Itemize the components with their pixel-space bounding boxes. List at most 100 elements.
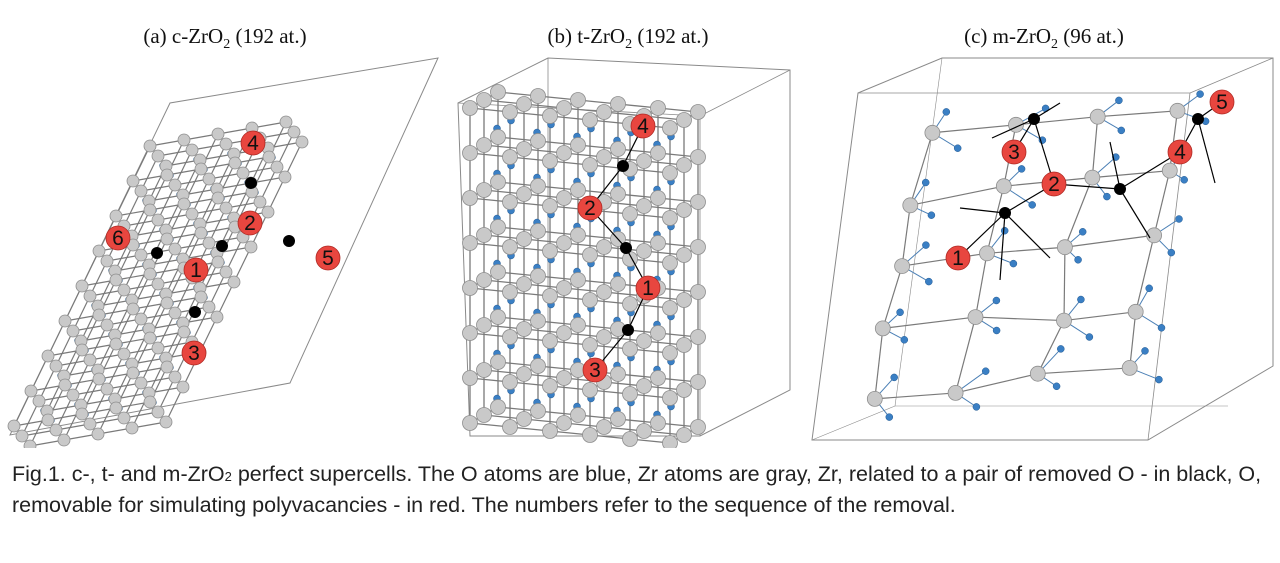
zr-atom <box>219 265 233 279</box>
zr-atom <box>556 100 572 116</box>
zr-atom <box>117 283 131 297</box>
zr-atom <box>610 96 626 112</box>
o-atom <box>896 308 904 317</box>
panel-a-title: (a) c-ZrO2 (192 at.) <box>143 24 307 53</box>
zr-atom <box>995 178 1012 195</box>
removal-label: 2 <box>1048 173 1060 196</box>
zr-atom <box>556 325 572 341</box>
bond <box>910 185 1004 206</box>
zr-atom <box>556 280 572 296</box>
zr-removed-pair-atom <box>151 247 163 259</box>
bond <box>1129 311 1137 368</box>
bond <box>123 382 142 419</box>
zr-atom <box>542 108 558 124</box>
o-atom <box>1078 228 1087 236</box>
atom-layer <box>866 90 1210 421</box>
zr-atom <box>874 320 891 337</box>
zr-atom <box>542 243 558 259</box>
zr-atom <box>227 275 241 289</box>
bond <box>276 131 295 168</box>
zr-removed-pair-atom <box>189 306 201 318</box>
bond <box>902 252 988 267</box>
zr-atom <box>516 321 532 337</box>
zr-atom <box>143 203 157 217</box>
zr-atom <box>219 201 233 215</box>
zr-atom <box>516 366 532 382</box>
zr-atom <box>262 150 276 164</box>
bond <box>72 295 91 332</box>
zr-atom <box>126 302 140 316</box>
zr-removed-pair-atom <box>216 240 228 252</box>
zr-atom <box>662 120 678 136</box>
zr-atom <box>134 184 148 198</box>
removal-label: 4 <box>1174 141 1186 164</box>
zr-atom <box>662 210 678 226</box>
zr-atom <box>502 194 518 210</box>
o-atom <box>922 241 930 249</box>
zr-atom <box>160 360 174 374</box>
zr-atom <box>502 239 518 255</box>
zr-atom <box>556 235 572 251</box>
bond <box>1135 235 1155 312</box>
zr-atom <box>676 337 692 353</box>
zr-atom <box>690 239 706 255</box>
zr-atom <box>530 313 546 329</box>
zr-atom <box>476 317 492 333</box>
zr-atom <box>109 209 123 223</box>
removal-label: 4 <box>637 115 649 138</box>
zr-atom <box>1056 312 1072 329</box>
bond <box>901 205 911 267</box>
zr-atom <box>622 341 638 357</box>
bond <box>882 265 903 329</box>
zr-atom <box>160 296 174 310</box>
zr-removed-pair-atom <box>1192 113 1204 125</box>
removable-o-marker: 1 <box>183 257 209 283</box>
zr-atom <box>530 358 546 374</box>
removable-o-marker: 2 <box>237 210 263 236</box>
zr-atom <box>202 300 216 314</box>
zr-atom <box>168 178 182 192</box>
bond <box>225 172 244 209</box>
zr-atom <box>610 276 626 292</box>
zr-atom <box>542 153 558 169</box>
bond <box>140 219 159 256</box>
bond <box>986 186 1005 254</box>
bond <box>30 355 49 392</box>
zr-atom <box>462 145 478 161</box>
o-atom <box>1141 347 1149 355</box>
removable-o-marker: 2 <box>577 195 603 221</box>
zr-atom <box>622 386 638 402</box>
bond <box>38 365 57 402</box>
zr-atom <box>194 290 208 304</box>
zr-atom <box>582 157 598 173</box>
zr-atom <box>622 296 638 312</box>
zr-atom <box>41 349 55 363</box>
zr-atom <box>23 439 37 448</box>
zr-atom <box>490 309 506 325</box>
o-atom <box>925 277 933 286</box>
zr-atom <box>1089 108 1106 125</box>
zr-atom <box>610 366 626 382</box>
zr-atom <box>83 289 97 303</box>
zr-atom <box>1127 303 1144 320</box>
zr-atom <box>168 306 182 320</box>
zr-atom <box>66 388 80 402</box>
zr-atom <box>502 374 518 390</box>
zr-atom <box>134 376 148 390</box>
removal-label: 1 <box>642 277 654 300</box>
o-atom <box>1103 192 1111 201</box>
zr-atom <box>49 423 63 437</box>
zr-atom <box>570 407 586 423</box>
zr-atom <box>476 407 492 423</box>
zr-atom <box>185 143 199 157</box>
zr-removed-pair-atom <box>999 207 1011 219</box>
bond <box>955 373 1038 394</box>
zr-atom <box>570 272 586 288</box>
zr-atom <box>516 186 532 202</box>
zr-atom <box>160 168 174 182</box>
zr-atom <box>650 370 666 386</box>
zr-atom <box>151 213 165 227</box>
bond <box>55 330 74 367</box>
zr-atom <box>542 378 558 394</box>
zr-atom <box>126 366 140 380</box>
